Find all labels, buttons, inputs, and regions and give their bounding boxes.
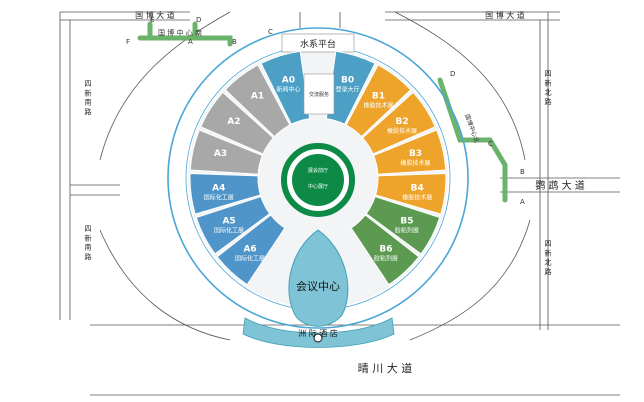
road-yingge: 鹦 鹉 大 道 <box>535 179 585 192</box>
halls-right-group: B0登录大厅B1橡胶技术展B2橡胶技术展B3橡胶技术展B4橡胶技术展B5胶粘剂展… <box>325 50 447 286</box>
hotel-building <box>242 317 395 348</box>
hall-a6[interactable] <box>216 214 286 286</box>
hall-name-b5: 胶粘剂展 <box>395 227 419 235</box>
right-label-a: A <box>520 198 525 206</box>
top-entrance-path <box>137 21 233 47</box>
service-building-label: 交流服务 <box>309 91 329 98</box>
road-sixinbei-lower: 四 新 北 路 <box>544 240 552 276</box>
road-sixinnan-lower: 四 新 南 路 <box>84 225 92 261</box>
hall-name-a0: 新闻中心 <box>276 85 300 93</box>
hall-name-b4: 橡胶技术展 <box>402 194 432 202</box>
hall-label-a3: A3 <box>214 149 227 159</box>
hall-b1[interactable] <box>345 64 412 138</box>
hall-b6[interactable] <box>350 214 420 286</box>
hall-name-a6: 国际化工展 <box>235 254 265 262</box>
entrance-label-e: E <box>150 16 154 24</box>
hall-name-a4: 国际化工展 <box>204 194 234 202</box>
center-hall-inner <box>292 154 344 206</box>
entrance-label-c: C <box>268 28 273 36</box>
hotel-entrance-icon <box>313 333 323 343</box>
center-hall-label: 中心展厅 <box>308 183 328 190</box>
hall-b2[interactable] <box>361 91 436 155</box>
hall-label-b6: B6 <box>379 244 392 254</box>
right-entrance-path <box>437 77 508 203</box>
entrance-label-f: F <box>126 38 130 46</box>
entrance-label-d: D <box>196 16 201 24</box>
hall-a1[interactable] <box>224 64 291 138</box>
hall-name-b3: 橡胶技术展 <box>401 159 431 167</box>
hall-name-a5: 国际化工展 <box>214 227 244 235</box>
hall-name-b2: 橡胶技术展 <box>387 127 417 135</box>
road-qingchuan: 晴 川 大 道 <box>358 361 413 375</box>
hall-a5[interactable] <box>195 195 271 255</box>
hall-b4[interactable] <box>374 173 447 215</box>
entrance-label-b: B <box>232 38 237 46</box>
water-platform-label: 水系平台 <box>300 38 336 50</box>
conference-center <box>288 229 349 327</box>
right-label-d: D <box>450 70 455 78</box>
right-label-b: B <box>520 168 525 176</box>
water-platform <box>281 33 355 53</box>
hall-b0[interactable] <box>325 50 376 125</box>
road-network <box>59 11 620 396</box>
road-guobo-right: 国 博 大 道 <box>485 10 525 20</box>
hall-label-b3: B3 <box>409 149 422 159</box>
hall-b5[interactable] <box>365 195 441 255</box>
conference-center-label: 会议中心 <box>296 280 340 293</box>
hall-label-a5: A5 <box>222 217 235 227</box>
hall-name-b6: 胶粘剂展 <box>374 254 398 262</box>
hall-label-a4: A4 <box>212 184 225 194</box>
hall-label-b1: B1 <box>372 91 385 101</box>
hall-a4[interactable] <box>189 173 262 215</box>
right-label-c: C <box>488 140 493 148</box>
hall-a2[interactable] <box>200 91 275 155</box>
center-hall-sublabel: 展会前厅 <box>308 167 328 174</box>
road-sixinbei: 四 新 北 路 <box>544 70 552 106</box>
entrance-label-a: A <box>188 38 193 46</box>
hall-name-b0: 登录大厅 <box>336 85 360 93</box>
top-center-label: 国 博 中 心 南 <box>158 28 202 37</box>
hall-label-b4: B4 <box>411 184 424 194</box>
hall-label-a6: A6 <box>243 244 256 254</box>
service-building <box>303 73 335 115</box>
hall-label-b2: B2 <box>395 117 408 127</box>
hall-label-b0: B0 <box>341 75 354 85</box>
hotel-label: 洲 际 酒 店 <box>298 328 338 338</box>
road-sixinnan: 四 新 南 路 <box>84 80 92 116</box>
road-guobo-left: 国 博 大 道 <box>135 10 175 20</box>
hall-label-b5: B5 <box>400 217 413 227</box>
hall-a3[interactable] <box>189 129 264 175</box>
hall-name-b1: 橡胶技术展 <box>363 101 393 109</box>
hall-label-a2: A2 <box>227 117 240 127</box>
hall-label-a0: A0 <box>282 75 295 85</box>
hall-label-a1: A1 <box>251 91 264 101</box>
hall-b3[interactable] <box>372 129 447 175</box>
